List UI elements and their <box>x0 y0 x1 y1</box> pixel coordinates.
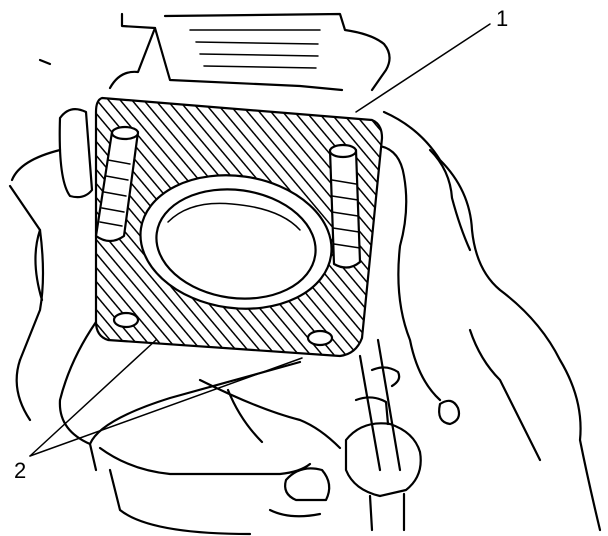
callout-1: 1 <box>496 6 508 31</box>
bolt-hole-right <box>306 329 334 347</box>
stud-right <box>328 143 362 269</box>
leader-line-2-b <box>29 357 303 457</box>
callout-2: 2 <box>14 458 26 483</box>
leader-line-1 <box>355 23 491 113</box>
bolt-hole-left <box>112 311 140 329</box>
stud-left <box>94 125 140 243</box>
gasket-bore <box>139 174 333 310</box>
engine-background <box>8 12 602 536</box>
leader-line-2-a <box>29 339 157 457</box>
